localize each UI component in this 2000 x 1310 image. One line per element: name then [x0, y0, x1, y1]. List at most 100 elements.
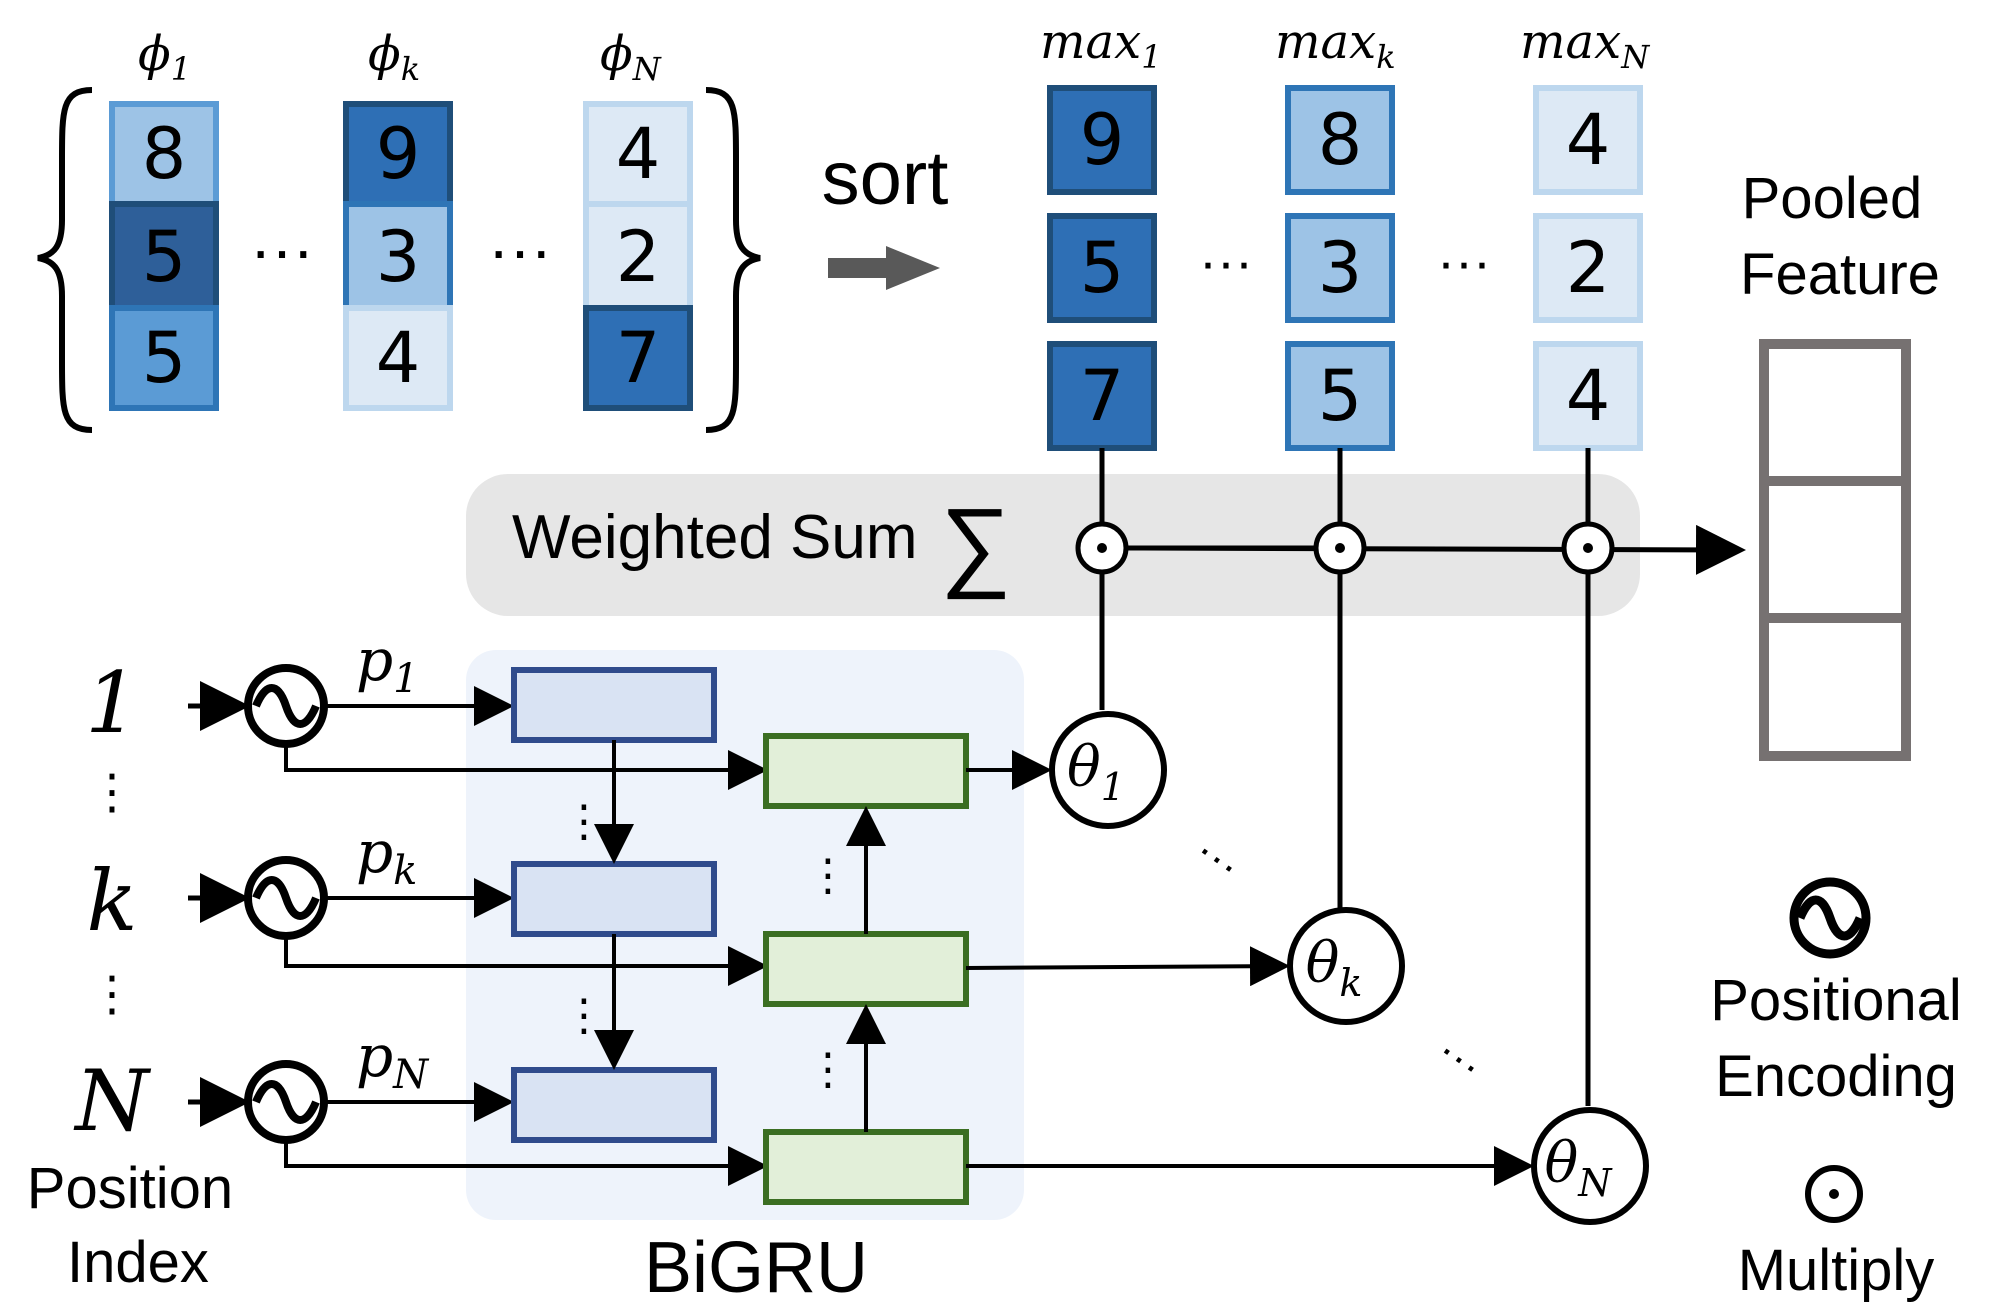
phi-1-label: ϕ1 [138, 26, 191, 88]
input-value: 5 [142, 317, 187, 399]
sorted-value: 7 [1080, 355, 1125, 437]
pk-label: pk [356, 818, 417, 894]
input-value: 9 [376, 113, 421, 195]
position-index: k [87, 852, 138, 950]
legend-positional-encoding-icon [1789, 877, 1871, 959]
theta-node-1: θ1 [1049, 711, 1167, 829]
sorted-value: 5 [1080, 227, 1125, 309]
multiply-node [1075, 521, 1129, 575]
theta-node-n: θN [1531, 1107, 1649, 1225]
sorted-cell [1285, 213, 1395, 323]
legend-multiply-label: Multiply [1738, 1238, 1935, 1303]
sorted-value: 8 [1318, 99, 1363, 181]
legend-line-2: Encoding [1715, 1044, 1957, 1109]
input-value: 7 [616, 317, 661, 399]
input-cell [109, 305, 219, 411]
position-index: 1 [85, 654, 138, 752]
sorted-cell [1047, 213, 1157, 323]
pn-label: pN [356, 1022, 430, 1098]
sorted-cell [1047, 85, 1157, 195]
label-line-2: Index [67, 1230, 209, 1295]
positional-encoding-icon [244, 664, 328, 748]
forward-gru-cell [511, 861, 717, 937]
sorted-value: 4 [1566, 355, 1611, 437]
multiply-node [1313, 521, 1367, 575]
input-value: 4 [616, 113, 661, 195]
p1-label: p1 [356, 626, 419, 702]
sort-arrow [828, 246, 940, 290]
sorted-cell [1533, 85, 1643, 195]
position-index-label: Position Index [27, 1156, 249, 1295]
ellipsis: ··· [250, 214, 314, 286]
gru-output-arrow [965, 946, 1290, 987]
phi-k-label: ϕk [368, 26, 420, 88]
input-column-n: ϕN 4 2 7 [583, 26, 693, 411]
sorted-value: 3 [1318, 227, 1363, 309]
svg-text:θk: θk [1306, 931, 1363, 1005]
input-value: 8 [142, 113, 187, 195]
input-value: 4 [376, 317, 421, 399]
backward-gru-cell [763, 733, 969, 809]
sigma-symbol: ∑ [940, 488, 1011, 600]
positional-encoding-icon [244, 1060, 328, 1144]
svg-text:θ1: θ1 [1067, 735, 1125, 809]
sorted-value: 4 [1566, 99, 1611, 181]
position-index: N [73, 1052, 151, 1150]
right-brace [705, 87, 761, 433]
pe-skip-arrow [284, 936, 768, 986]
ellipsis: ··· [488, 214, 552, 286]
vertical-ellipsis: ⋮ [88, 968, 136, 1021]
svg-text:θN: θN [1545, 1131, 1614, 1205]
input-cell [583, 305, 693, 411]
positional-encoding-icon [244, 856, 328, 940]
legend-line-1: Positional [1710, 968, 1961, 1033]
sorted-cell [1533, 213, 1643, 323]
pooled-feature-box [1759, 339, 1911, 761]
pe-skip-arrow [284, 744, 768, 790]
sorted-value: 5 [1318, 355, 1363, 437]
input-value: 2 [616, 216, 661, 298]
weighted-sum-label: Weighted Sum [512, 503, 918, 572]
max-k-label: maxk [1275, 14, 1396, 76]
pe-skip-arrow [284, 1140, 768, 1186]
input-column-k: ϕk 9 3 4 [343, 26, 453, 411]
max-1-label: max1 [1040, 14, 1162, 76]
sorted-value: 2 [1566, 227, 1611, 309]
forward-gru-cell [511, 667, 717, 743]
label-line-2: Feature [1740, 242, 1940, 307]
backward-gru-cell [763, 931, 969, 1007]
sorted-columns: max1 9 5 7 ··· maxk 8 3 5 ··· maxN 4 2 4 [1040, 14, 1650, 451]
pooled-feature-label: Pooled Feature [1740, 166, 1940, 307]
bigru-label: BiGRU [644, 1228, 868, 1308]
input-cell [343, 305, 453, 411]
weighted-sum-panel [466, 474, 1640, 616]
ellipsis: ··· [1199, 232, 1253, 292]
vertical-ellipsis: ⋮ [88, 766, 136, 819]
max-n-label: maxN [1520, 14, 1650, 76]
backward-gru-cell [763, 1129, 969, 1205]
input-value: 5 [142, 216, 187, 298]
sorted-cell [1047, 341, 1157, 451]
vertical-ellipsis: ⋮ [562, 797, 606, 846]
input-cell [109, 101, 219, 207]
vertical-ellipsis: ⋮ [806, 1045, 850, 1094]
phi-n-label: ϕN [600, 26, 662, 88]
vertical-ellipsis: ⋮ [562, 991, 606, 1040]
multiply-node [1561, 521, 1615, 575]
input-column-1: ϕ1 8 5 5 [109, 26, 219, 411]
diagonal-ellipsis: ··· [1428, 1025, 1492, 1090]
left-brace [37, 87, 93, 433]
vertical-ellipsis: ⋮ [806, 851, 850, 900]
forward-gru-cell [511, 1067, 717, 1143]
sorted-cell [1285, 85, 1395, 195]
theta-node-k: θk [1287, 907, 1405, 1025]
legend-multiply-icon [1805, 1165, 1863, 1223]
input-value: 3 [376, 216, 421, 298]
diagonal-ellipsis: ··· [1186, 825, 1250, 890]
input-set: ϕ1 8 5 5 ··· ϕk 9 3 4 ··· ϕN 4 2 [37, 26, 761, 433]
input-cell [109, 201, 219, 311]
ellipsis: ··· [1437, 232, 1491, 292]
sort-label: sort [822, 136, 949, 221]
